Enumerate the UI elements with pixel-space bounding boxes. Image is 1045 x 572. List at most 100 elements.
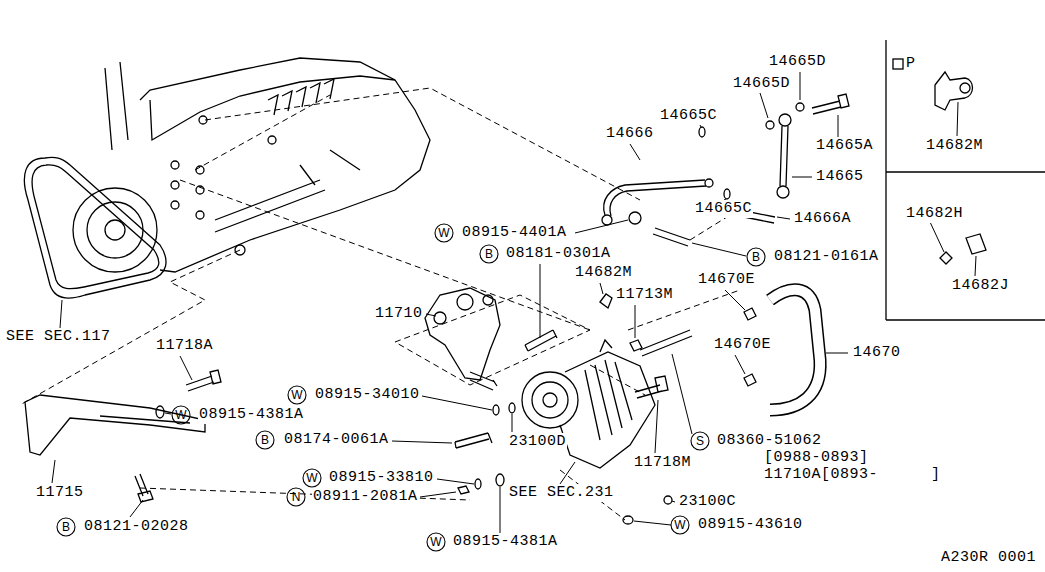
support-rod — [812, 94, 849, 114]
leader-line — [52, 72, 976, 533]
part-number: 23100D — [508, 433, 567, 451]
alternator — [543, 393, 557, 407]
part-number: 11718M — [633, 454, 692, 472]
part-number: 14665D — [732, 75, 791, 93]
bolts-and-washers — [135, 294, 692, 524]
part-number: 08915-43610 — [697, 516, 804, 534]
bolts-and-washers — [635, 376, 668, 398]
bolts-and-washers — [640, 330, 692, 356]
alternator — [522, 372, 578, 428]
drive-belt — [32, 165, 159, 289]
part-number: 14670 — [852, 344, 902, 362]
letter-circle — [747, 248, 765, 266]
leader-line — [130, 500, 143, 517]
support-rod — [779, 114, 791, 126]
letter-circle — [256, 431, 274, 449]
part-number: 08915-4381A — [198, 406, 305, 424]
support-rod — [629, 212, 641, 224]
part-number: 14666A — [793, 210, 852, 228]
support-rod — [766, 121, 774, 129]
leader-line — [422, 396, 492, 410]
part-number: 08360-51062 — [716, 432, 823, 450]
circled-letter: B — [59, 520, 73, 534]
alternator — [585, 360, 632, 440]
part-number: 08915-4381A — [452, 533, 559, 551]
leader-line — [792, 177, 812, 178]
leader-line — [725, 290, 745, 310]
drive-belt — [73, 188, 157, 272]
leader-line — [777, 217, 790, 219]
letter-circle — [287, 488, 305, 506]
support-rod — [724, 189, 730, 199]
dashed-guide — [395, 295, 590, 385]
part-number: 14670E — [713, 336, 772, 354]
support-rod — [604, 180, 706, 216]
inset-panel — [893, 59, 903, 69]
drive-belt — [24, 157, 166, 298]
alternator — [560, 352, 655, 468]
part-number: 14665 — [815, 168, 865, 186]
support-rod — [653, 228, 690, 246]
inset-panel — [935, 72, 973, 110]
circled-letter: W — [290, 388, 304, 402]
circled-letter: W — [429, 535, 443, 549]
dashed-guide — [205, 88, 640, 200]
leader-line — [672, 354, 692, 434]
leader-line — [165, 413, 171, 414]
part-number: 08121-0161A — [773, 248, 880, 266]
part-number: 11710 — [374, 305, 424, 323]
engine-block — [268, 136, 276, 144]
leader-line — [560, 462, 575, 484]
part-number: SEE SEC.117 — [5, 328, 112, 346]
leader-line — [957, 102, 958, 136]
engine-block — [171, 181, 179, 189]
leader-line — [635, 305, 636, 338]
letter-circle — [671, 516, 689, 534]
inset-panel — [886, 40, 1045, 320]
part-number: 08121-02028 — [83, 518, 190, 536]
circled-letter: B — [749, 250, 763, 264]
part-number: 14665D — [768, 53, 827, 71]
dashed-guide — [195, 95, 330, 170]
leader-line — [975, 256, 976, 276]
alternator-bracket — [425, 288, 500, 380]
leader-line — [692, 243, 746, 256]
engine-block — [105, 62, 128, 150]
inset-panel — [966, 234, 986, 254]
letter-circle — [303, 469, 321, 487]
support-rod — [796, 103, 804, 111]
part-number: 08911-2081A — [312, 488, 419, 506]
bolts-and-washers — [156, 406, 164, 418]
part-number: 14682J — [951, 277, 1010, 295]
engine-block — [150, 76, 395, 140]
letter-circle — [57, 224, 765, 551]
part-number: A230R 0001 — [940, 549, 1037, 567]
part-number: 14670E — [697, 271, 756, 289]
part-number: 11718A — [155, 337, 214, 355]
leader-line — [655, 400, 658, 453]
support-rod — [705, 179, 713, 187]
adjusting-bar — [25, 395, 205, 455]
leader-line — [540, 264, 541, 338]
circled-letter: N — [289, 490, 303, 504]
letter-circle — [57, 518, 75, 536]
leader-line — [634, 521, 671, 525]
letter-circle — [288, 386, 306, 404]
bolts-and-washers — [509, 403, 515, 413]
leader-line — [512, 414, 513, 432]
part-number: 14666 — [605, 125, 655, 143]
leader-line — [700, 125, 701, 127]
part-number: 14682M — [925, 137, 984, 155]
leader-line — [575, 220, 628, 233]
part-number: 14665C — [659, 107, 718, 125]
alternator-bracket — [470, 372, 497, 390]
bolts-and-washers — [496, 474, 504, 486]
drive-belt — [87, 202, 143, 258]
alternator — [600, 340, 612, 352]
part-number: ] — [930, 466, 942, 484]
leader-line — [420, 492, 456, 497]
letter-circle — [691, 432, 709, 450]
circled-letter: W — [437, 226, 451, 240]
bolts-and-washers — [664, 496, 672, 504]
part-number: 14682H — [905, 205, 964, 223]
